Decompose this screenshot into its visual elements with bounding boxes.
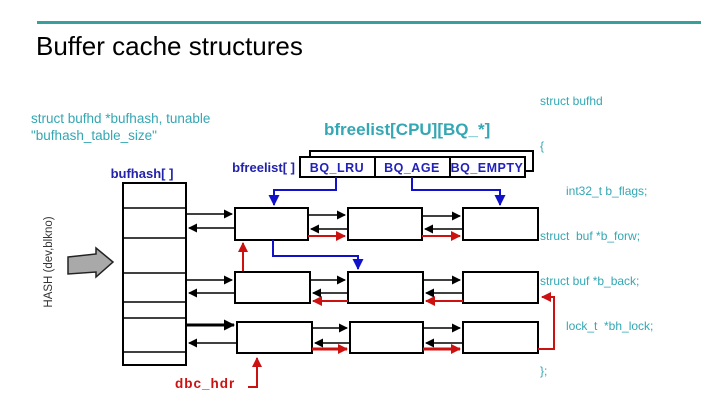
buffer-box xyxy=(349,321,424,354)
buffer-box xyxy=(236,321,313,354)
free-chain xyxy=(268,177,506,270)
buffer-box-row1 xyxy=(234,207,539,241)
buffer-box xyxy=(347,207,423,241)
code-line: int32_t b_flags; xyxy=(566,184,648,198)
queue-label-bq-lru: BQ_LRU xyxy=(310,161,364,175)
free-chain-arrow xyxy=(272,240,364,270)
code-line: { xyxy=(540,139,545,153)
bufhash-note-line2: "bufhash_table_size" xyxy=(31,128,157,143)
dirty-chain-arrow xyxy=(248,357,262,388)
buffer-box-row3 xyxy=(236,321,539,354)
code-line: }; xyxy=(540,364,548,378)
bufhash-note-line1: struct bufhd *bufhash, tunable xyxy=(31,111,211,126)
buffer-box xyxy=(462,207,539,241)
struct-bufhd-code: struct bufhd { int32_t b_flags; struct b… xyxy=(540,64,653,394)
code-line: struct bufhd xyxy=(540,94,603,108)
dirty-chain xyxy=(238,231,555,388)
bfreelist-queue-array: BQ_LRU BQ_AGE BQ_EMPTY xyxy=(299,150,534,178)
bfreelist-heading: bfreelist[CPU][BQ_*] xyxy=(324,120,491,139)
bfreelist-array-label: bfreelist[ ] xyxy=(232,160,295,175)
buffer-box xyxy=(234,271,311,304)
bufhash-array xyxy=(122,182,187,366)
hash-chain-row2 xyxy=(186,275,463,298)
buffer-box-row2 xyxy=(234,271,539,304)
queue-label-bq-age: BQ_AGE xyxy=(384,161,440,175)
hash-chain-row1 xyxy=(186,209,463,234)
free-chain-arrow xyxy=(411,177,506,206)
queue-label-bq-empty: BQ_EMPTY xyxy=(451,161,524,175)
page-title: Buffer cache structures xyxy=(36,31,303,61)
free-chain-arrow xyxy=(268,177,337,206)
buffer-box xyxy=(347,271,424,304)
buffer-box xyxy=(462,271,539,304)
buffer-box xyxy=(462,321,539,354)
bufhash-array-label: bufhash[ ] xyxy=(111,166,174,181)
code-line: struct buf *b_back; xyxy=(540,274,640,288)
buffer-box xyxy=(234,207,309,241)
hash-chain-row3 xyxy=(186,319,463,348)
dbc-hdr-label: dbc_hdr xyxy=(175,376,235,391)
code-line: struct buf *b_forw; xyxy=(540,229,641,243)
accent-rule xyxy=(37,21,701,24)
dirty-chain-arrow xyxy=(538,292,555,350)
hash-block-arrow-icon xyxy=(67,246,115,279)
hash-function-label: HASH (dev,blkno) xyxy=(43,216,55,307)
bufhash-note: struct bufhd *bufhash, tunable "bufhash_… xyxy=(31,110,271,144)
code-line: lock_t *bh_lock; xyxy=(566,319,654,333)
